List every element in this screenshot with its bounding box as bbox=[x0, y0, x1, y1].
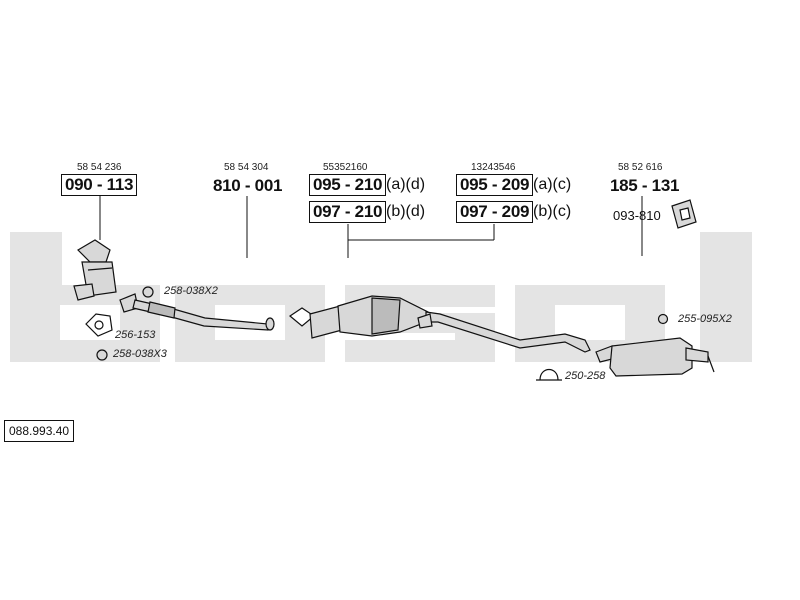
oem-number: 58 54 236 bbox=[77, 162, 122, 173]
part-number[interactable]: 185 - 131 bbox=[610, 176, 680, 195]
part-number[interactable]: 810 - 001 bbox=[213, 176, 283, 195]
part-number[interactable]: 095 - 210 bbox=[309, 174, 387, 196]
part-suffix: (b)(d) bbox=[386, 203, 426, 220]
mounting-rubber-icon bbox=[657, 313, 669, 325]
callout-label: 258-038X3 bbox=[113, 348, 167, 360]
oem-number: 58 54 304 bbox=[224, 162, 269, 173]
oem-number: 58 52 616 bbox=[618, 162, 663, 173]
rear-silencer bbox=[595, 337, 715, 377]
part-suffix: (a)(c) bbox=[533, 176, 572, 193]
bracket-icon bbox=[671, 199, 697, 229]
reference-number: 088.993.40 bbox=[4, 420, 75, 442]
callout-label: 256-153 bbox=[115, 329, 156, 341]
part-number[interactable]: 090 - 113 bbox=[61, 174, 138, 196]
callout-label: 255-095X2 bbox=[678, 313, 732, 325]
callout-label: 250-258 bbox=[565, 370, 606, 382]
gasket-icon bbox=[142, 286, 154, 298]
gasket-icon bbox=[96, 349, 108, 361]
front-pipe bbox=[119, 293, 275, 331]
part-suffix: (a)(d) bbox=[386, 176, 426, 193]
part-suffix: (b)(c) bbox=[533, 203, 572, 220]
middle-section bbox=[288, 295, 591, 353]
part-number[interactable]: 097 - 210 bbox=[309, 201, 387, 223]
clamp-icon bbox=[536, 368, 562, 381]
catalytic-converter bbox=[73, 239, 117, 301]
oem-number: 13243546 bbox=[471, 162, 516, 173]
part-number[interactable]: 095 - 209 bbox=[456, 174, 534, 196]
part-number[interactable]: 097 - 209 bbox=[456, 201, 534, 223]
callout-label: 258-038X2 bbox=[164, 285, 218, 297]
oem-number: 55352160 bbox=[323, 162, 368, 173]
part-number[interactable]: 093-810 bbox=[613, 208, 661, 223]
